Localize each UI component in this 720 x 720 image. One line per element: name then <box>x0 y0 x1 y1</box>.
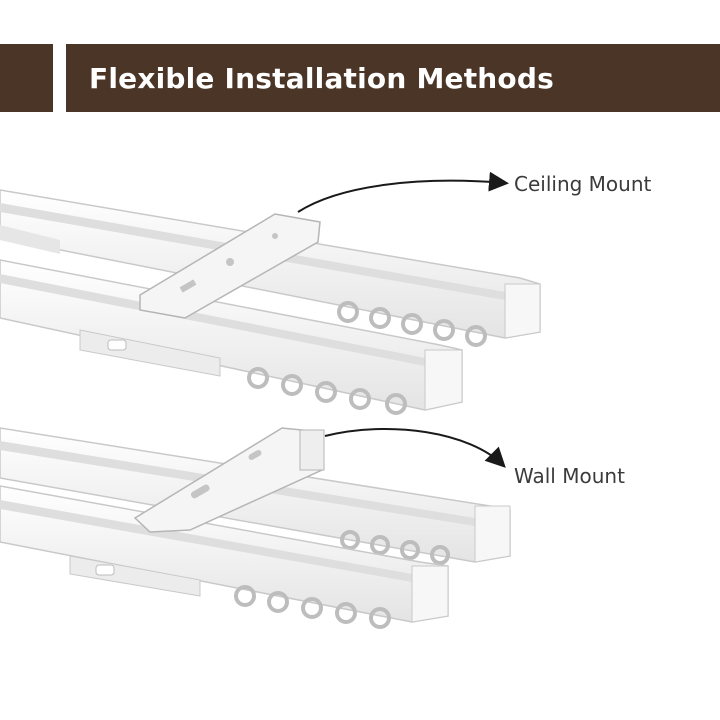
ceiling-callout-arrow <box>297 171 509 213</box>
ceiling-bracket <box>139 213 321 319</box>
page-title: Flexible Installation Methods <box>89 61 554 95</box>
wall-bracket <box>133 427 325 533</box>
wall-mount-track <box>0 427 511 629</box>
wall-front-rail <box>0 485 449 629</box>
ceiling-front-rail <box>0 259 463 415</box>
banner-accent-block <box>0 44 53 112</box>
wall-mount-label: Wall Mount <box>514 464 625 488</box>
ceiling-mount-label: Ceiling Mount <box>514 172 652 196</box>
title-banner: Flexible Installation Methods <box>66 44 720 112</box>
ceiling-mount-track <box>0 189 541 415</box>
wall-callout-arrow <box>324 427 506 468</box>
